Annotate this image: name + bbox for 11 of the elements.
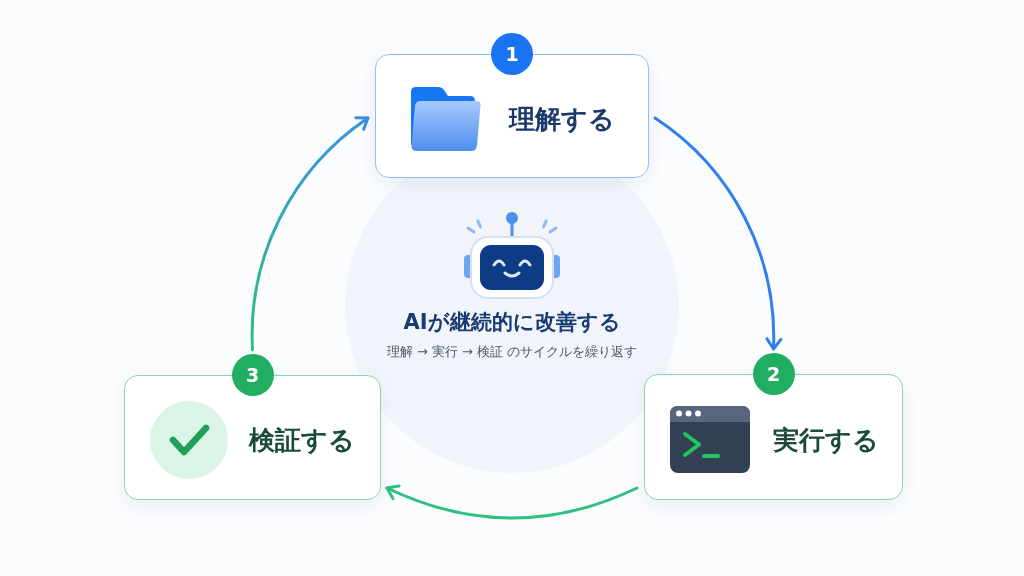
curved-arrow (385, 484, 639, 520)
curved-arrow (653, 116, 782, 351)
step-number: 1 (491, 33, 533, 75)
cycle-subtitle: 理解 → 実行 → 検証 のサイクルを繰り返す (386, 343, 638, 361)
curved-arrow (251, 116, 370, 352)
cycle-title: AIが継続的に改善する (403, 309, 621, 336)
step-label: 検証する (249, 424, 355, 457)
step-number: 3 (231, 354, 274, 396)
step-number: 2 (752, 353, 795, 395)
step-label: 実行する (773, 423, 879, 457)
step-label: 理解する (509, 102, 615, 136)
